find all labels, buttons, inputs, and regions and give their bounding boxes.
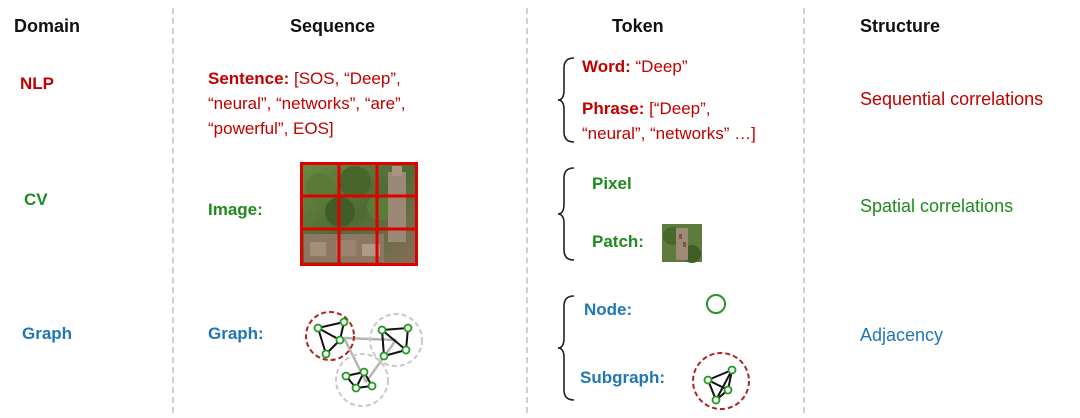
graph-label: Graph:: [208, 324, 264, 343]
graph-illustration: [305, 311, 423, 407]
column-divider: [803, 8, 805, 413]
structure-nlp: Sequential correlations: [860, 89, 1044, 109]
token-node-label: Node:: [584, 300, 633, 319]
phrase-line-2: “neural”, “networks” …]: [582, 124, 756, 143]
image-patch-grid: [300, 162, 418, 266]
sentence-line-3: “powerful”, EOS]: [208, 119, 334, 138]
nlp-sequence: Sentence: [SOS, “Deep”, “neural”, “netwo…: [208, 66, 518, 141]
graph-token-brace: [557, 295, 575, 401]
header-sequence: Sequence: [290, 16, 376, 36]
domain-graph: Graph: [22, 324, 73, 343]
patch-thumbnail: [662, 224, 702, 263]
domain-cv: CV: [24, 190, 48, 209]
cv-token-brace: [557, 167, 575, 261]
header-domain: Domain: [14, 16, 81, 36]
structure-cv: Spatial correlations: [860, 196, 1014, 216]
phrase-label: Phrase:: [582, 99, 645, 118]
word-value: “Deep”: [630, 57, 688, 76]
token-subgraph-label: Subgraph:: [580, 368, 665, 387]
image-label: Image:: [208, 200, 263, 219]
token-patch-label: Patch:: [592, 232, 644, 251]
subgraph-icon: [692, 352, 750, 410]
sentence-label: Sentence:: [208, 69, 290, 88]
sentence-line-1: [SOS, “Deep”,: [289, 69, 401, 88]
token-word: Word: “Deep”: [582, 54, 687, 79]
domain-nlp: NLP: [20, 74, 54, 93]
header-structure: Structure: [860, 16, 941, 36]
word-label: Word:: [582, 57, 631, 76]
token-pixel: Pixel: [592, 174, 632, 193]
node-icon: [706, 294, 726, 314]
sentence-line-2: “neural”, “networks”, “are”,: [208, 94, 406, 113]
nlp-token-brace: [557, 57, 575, 143]
header-token: Token: [612, 16, 664, 36]
token-phrase: Phrase: [“Deep”, “neural”, “networks” …]: [582, 96, 802, 146]
column-divider: [172, 8, 174, 413]
phrase-line-1: [“Deep”,: [644, 99, 711, 118]
column-divider: [526, 8, 528, 413]
structure-graph: Adjacency: [860, 325, 944, 345]
